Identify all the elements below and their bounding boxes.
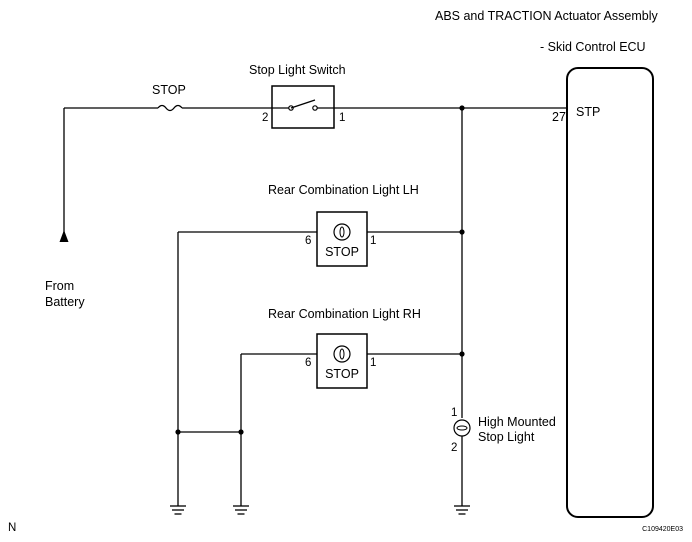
rear-rh-pin-1: 1 xyxy=(370,357,376,369)
junction-ground-rh xyxy=(238,429,244,435)
ecu-subtitle: - Skid Control ECU xyxy=(540,40,646,54)
switch-contact-right xyxy=(312,105,318,111)
junction-rh xyxy=(459,351,465,357)
rear-rh-label: Rear Combination Light RH xyxy=(268,307,421,321)
switch-pin-2: 2 xyxy=(262,112,268,124)
bulb-icon xyxy=(333,345,351,363)
filament-icon xyxy=(339,348,345,360)
junction-lh xyxy=(459,229,465,235)
ecu-pin-number-27: 27 xyxy=(552,110,566,124)
high-mount-label-line2: Stop Light xyxy=(478,430,535,444)
ecu-pin-name-stp: STP xyxy=(576,105,600,119)
ecu-assembly-title: ABS and TRACTION Actuator Assembly xyxy=(435,9,659,23)
stop-light-switch-box xyxy=(271,85,335,129)
junction-ground-lh xyxy=(175,429,181,435)
battery-label-line2: Battery xyxy=(45,295,85,309)
filament-icon xyxy=(456,425,468,431)
ground-icon xyxy=(454,505,470,515)
rear-lh-box xyxy=(316,211,368,267)
rear-rh-stop-text: STOP xyxy=(325,367,359,381)
figure-code: C109420E03 xyxy=(642,526,683,533)
rear-lh-pin-1: 1 xyxy=(370,235,376,247)
switch-blade xyxy=(290,99,316,109)
rear-lh-label: Rear Combination Light LH xyxy=(268,183,419,197)
high-mount-pin-1: 1 xyxy=(451,407,457,419)
rear-rh-pin-6: 6 xyxy=(305,357,311,369)
filament-icon xyxy=(339,226,345,238)
ground-icon xyxy=(170,505,186,515)
bulb-icon xyxy=(333,223,351,241)
fuse-icon xyxy=(157,104,183,112)
ground-icon xyxy=(233,505,249,515)
arrow-up-icon xyxy=(59,230,69,242)
high-mount-bulb-icon xyxy=(453,419,471,437)
rear-lh-stop-text: STOP xyxy=(325,245,359,259)
high-mount-label-line1: High Mounted xyxy=(478,415,556,429)
rear-lh-pin-6: 6 xyxy=(305,235,311,247)
switch-pin-1: 1 xyxy=(339,112,345,124)
high-mount-pin-2: 2 xyxy=(451,442,457,454)
fuse-label: STOP xyxy=(152,83,186,97)
corner-mark-n: N xyxy=(8,522,16,534)
skid-control-ecu-box xyxy=(566,67,654,518)
stop-light-switch-label: Stop Light Switch xyxy=(249,63,346,77)
battery-label-line1: From xyxy=(45,279,74,293)
